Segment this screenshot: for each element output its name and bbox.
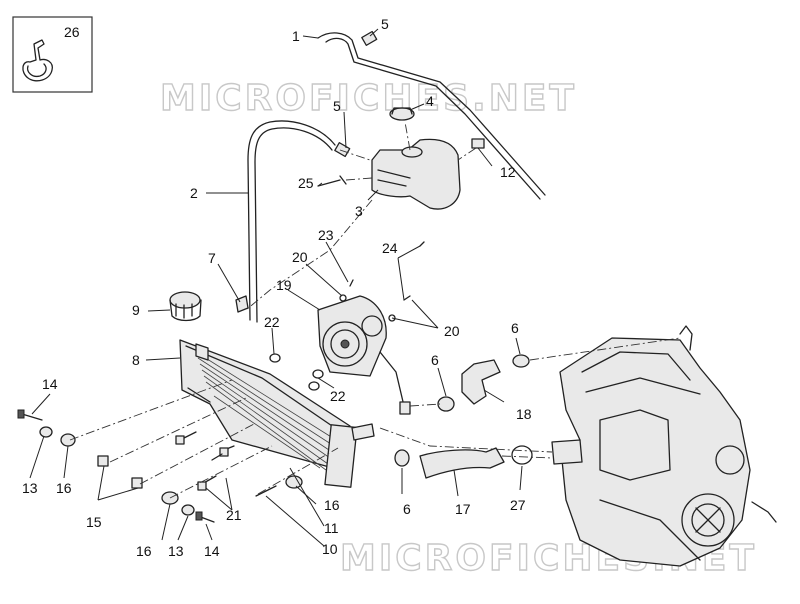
callout-16-radiator: 16	[324, 497, 340, 513]
callout-16-left: 16	[56, 480, 72, 496]
callout-11: 11	[324, 520, 339, 536]
reservoir-pipe	[317, 32, 546, 196]
hose-clip-mid	[334, 142, 351, 158]
callout-27: 27	[510, 497, 526, 513]
callout-15: 15	[86, 514, 102, 530]
callout-22-upper: 22	[264, 314, 280, 330]
callout-3: 3	[355, 203, 363, 219]
clamp-6-upper	[512, 354, 530, 368]
callout-13-left: 13	[22, 480, 38, 496]
callout-1: 1	[292, 28, 300, 44]
lower-hose-17	[419, 447, 505, 479]
callout-25: 25	[298, 175, 314, 191]
cooling-fan	[317, 295, 411, 415]
expansion-cap	[389, 107, 415, 121]
callout-23: 23	[318, 227, 334, 243]
inset-clamp-box	[12, 16, 93, 93]
callout-14-left: 14	[42, 376, 58, 392]
callout-6-low: 6	[403, 501, 411, 517]
callout-24: 24	[382, 240, 398, 256]
callout-12: 12	[500, 164, 516, 180]
coolant-hoses	[394, 354, 533, 479]
radiator-cap	[169, 291, 202, 322]
callout-6-mid: 6	[431, 352, 439, 368]
hose-clip-top	[361, 30, 378, 46]
assembly-dash-lines	[69, 121, 681, 499]
expansion-tank	[371, 138, 461, 210]
clip-12	[471, 138, 485, 149]
callout-7: 7	[208, 250, 216, 266]
callout-16-bottom: 16	[136, 543, 152, 559]
callout-20-left: 20	[292, 249, 308, 265]
engine	[551, 325, 777, 567]
callout-labels: 26 1 2 3 4 5 5 6 6 6 7 8 9 10 11 12 13 1…	[22, 16, 532, 559]
watermark-top: MICROFICHES.NET	[160, 78, 577, 119]
callout-20-right: 20	[444, 323, 460, 339]
callout-14-right: 14	[204, 543, 220, 559]
callout-4: 4	[426, 93, 434, 109]
clamp-27	[511, 445, 533, 465]
callout-19: 19	[276, 277, 292, 293]
upper-hose-18	[461, 359, 501, 405]
callout-18: 18	[516, 406, 532, 422]
callout-26: 26	[64, 24, 80, 40]
callout-8: 8	[132, 352, 140, 368]
clamp-6-low	[394, 449, 410, 467]
bolt-25	[317, 175, 347, 187]
clamp-icon	[22, 39, 53, 82]
leader-lines	[29, 28, 523, 547]
callout-6-upper: 6	[511, 320, 519, 336]
fan-hardware	[269, 241, 425, 391]
radiator	[179, 339, 375, 488]
callout-21: 21	[226, 507, 242, 523]
callout-13-right: 13	[168, 543, 184, 559]
callout-2: 2	[190, 185, 198, 201]
callout-5-top: 5	[381, 16, 389, 32]
clamp-6-mid	[437, 396, 455, 412]
callout-10: 10	[322, 541, 338, 557]
callout-5-mid: 5	[333, 98, 341, 114]
callout-22-lower: 22	[330, 388, 346, 404]
callout-17: 17	[455, 501, 471, 517]
callout-9: 9	[132, 302, 140, 318]
overflow-hose	[247, 120, 336, 321]
